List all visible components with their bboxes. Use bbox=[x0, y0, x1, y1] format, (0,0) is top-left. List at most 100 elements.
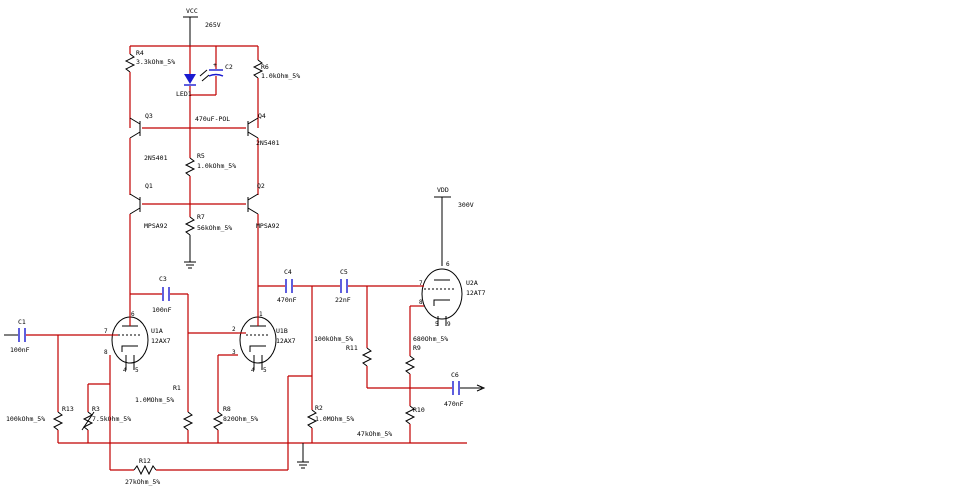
led1-ref: LED1 bbox=[176, 90, 192, 98]
capacitor-c1: C1 100nF bbox=[4, 318, 110, 354]
transistor-q3: Q3 2N5401 bbox=[129, 112, 168, 195]
q3-part: 2N5401 bbox=[144, 154, 168, 162]
u1a-pin6: 6 bbox=[131, 311, 135, 318]
c4-value: 470nF bbox=[277, 296, 297, 304]
vdd-voltage: 300V bbox=[458, 201, 474, 209]
c1-value: 100nF bbox=[10, 346, 30, 354]
r11-value: 100kOhm_5% bbox=[314, 335, 353, 343]
u2a-ref: U2A bbox=[466, 279, 478, 287]
u1b-part: 12AX7 bbox=[276, 337, 296, 345]
transistor-q4: Q4 2N5401 bbox=[247, 112, 280, 195]
resistor-r13: R13 100kOhm_5% bbox=[6, 335, 74, 443]
u1b-ref: U1B bbox=[276, 327, 288, 335]
ground-symbol bbox=[297, 443, 309, 469]
q1-ref: Q1 bbox=[145, 182, 153, 190]
c5-value: 22nF bbox=[335, 296, 351, 304]
r11-ref: R11 bbox=[346, 344, 358, 352]
capacitor-c2: C2 + 470uF-POL bbox=[190, 46, 233, 123]
vcc-rail: VCC 265V bbox=[130, 7, 258, 47]
r13-ref: R13 bbox=[62, 405, 74, 413]
r12-ref: R12 bbox=[139, 457, 151, 465]
r8-ref: R8 bbox=[223, 405, 231, 413]
c2-value: 470uF-POL bbox=[195, 115, 230, 123]
r9-value: 680Ohm_5% bbox=[413, 335, 448, 343]
q4-part: 2N5401 bbox=[256, 139, 280, 147]
r4-ref: R4 bbox=[136, 49, 144, 57]
r5-value: 1.0kOhm_5% bbox=[197, 162, 236, 170]
u2a-pin7: 7 bbox=[419, 280, 423, 287]
u1a-pin4: 4 bbox=[123, 367, 127, 374]
u1b-pin3: 3 bbox=[232, 349, 236, 356]
u1a-ref: U1A bbox=[151, 327, 163, 335]
led-led1: LED1 bbox=[176, 46, 210, 128]
resistor-r5: R5 1.0kOhm_5% bbox=[184, 128, 236, 204]
c3-ref: C3 bbox=[159, 275, 167, 283]
r13-value: 100kOhm_5% bbox=[6, 415, 45, 423]
tube-u1a-right: 6 7 8 5 9 U2A 12AT7 bbox=[418, 261, 486, 328]
resistor-r6: R6 1.0kOhm_5% bbox=[252, 46, 300, 128]
r5-ref: R5 bbox=[197, 152, 205, 160]
u1b-pin2: 2 bbox=[232, 326, 236, 333]
capacitor-c6: C6 470nF bbox=[444, 371, 486, 408]
q3-ref: Q3 bbox=[145, 112, 153, 120]
capacitor-c5: C5 22nF bbox=[335, 268, 418, 304]
u1b-pin1: 1 bbox=[259, 311, 263, 318]
u1a-part: 12AX7 bbox=[151, 337, 171, 345]
q2-part: MPSA92 bbox=[256, 222, 280, 230]
r8-value: 820Ohm_5% bbox=[223, 415, 258, 423]
q1-part: MPSA92 bbox=[144, 222, 168, 230]
resistor-r4: R4 3.3kOhm_5% bbox=[124, 46, 175, 128]
u1a-pin8: 8 bbox=[104, 349, 108, 356]
u2a-pin5: 5 bbox=[435, 321, 439, 328]
r4-value: 3.3kOhm_5% bbox=[136, 58, 175, 66]
c4-ref: C4 bbox=[284, 268, 292, 276]
r6-value: 1.0kOhm_5% bbox=[261, 72, 300, 80]
r7-ref: R7 bbox=[197, 213, 205, 221]
transistor-q2: Q2 MPSA92 bbox=[247, 182, 280, 314]
vcc-voltage: 265V bbox=[205, 21, 221, 29]
r2-value: 1.0MOhm_5% bbox=[315, 415, 354, 423]
q2-ref: Q2 bbox=[257, 182, 265, 190]
c6-value: 470nF bbox=[444, 400, 464, 408]
vdd-label: VDD bbox=[437, 186, 449, 194]
c2-plus: + bbox=[213, 61, 217, 69]
c6-ref: C6 bbox=[451, 371, 459, 379]
r2-ref: R2 bbox=[315, 404, 323, 412]
u1b-pin4: 4 bbox=[251, 367, 255, 374]
r12-value: 27kOhm_5% bbox=[125, 478, 160, 486]
r3-value: 7.5kOhm_5% bbox=[92, 415, 131, 423]
capacitor-c3: C3 100nF bbox=[130, 275, 189, 412]
u1a-pin5: 5 bbox=[135, 367, 139, 374]
resistor-r9: R9 680Ohm_5% bbox=[404, 335, 448, 406]
u1a-pin7: 7 bbox=[104, 328, 108, 335]
r1-value: 1.0MOhm_5% bbox=[135, 396, 174, 404]
c3-value: 100nF bbox=[152, 306, 172, 314]
r1-ref: R1 bbox=[173, 384, 181, 392]
tube-u1b: 1 2 3 4 5 U1B 12AX7 bbox=[232, 311, 296, 374]
tube-u1a-left: 6 7 8 4 5 U1A 12AX7 bbox=[104, 311, 171, 374]
resistor-r12: R12 27kOhm_5% bbox=[125, 375, 312, 486]
c2-ref: C2 bbox=[225, 63, 233, 71]
resistor-r11: R11 100kOhm_5% bbox=[314, 286, 373, 388]
r3-ref: R3 bbox=[92, 405, 100, 413]
resistor-r1: R1 1.0MOhm_5% bbox=[135, 384, 194, 443]
r6-ref: R6 bbox=[261, 63, 269, 71]
u2a-pin9: 9 bbox=[447, 321, 451, 328]
vdd-rail: VDD 300V bbox=[434, 186, 474, 266]
u1b-pin5: 5 bbox=[263, 367, 267, 374]
q4-ref: Q4 bbox=[258, 112, 266, 120]
c5-ref: C5 bbox=[340, 268, 348, 276]
u2a-pin8: 8 bbox=[419, 299, 423, 306]
u2a-pin6: 6 bbox=[446, 261, 450, 268]
resistor-r10: R10 47kOhm_5% bbox=[357, 405, 425, 443]
r7-value: 56kOhm_5% bbox=[197, 224, 232, 232]
r9-ref: R9 bbox=[413, 344, 421, 352]
r10-ref: R10 bbox=[413, 406, 425, 414]
resistor-r8: R8 820Ohm_5% bbox=[212, 405, 258, 443]
resistor-r7: R7 56kOhm_5% bbox=[184, 204, 232, 269]
resistor-r3: R3 7.5kOhm_5% bbox=[81, 405, 131, 443]
capacitor-c4: C4 470nF bbox=[258, 268, 340, 304]
resistor-r2: R2 1.0MOhm_5% bbox=[306, 286, 354, 443]
u2a-part: 12AT7 bbox=[466, 289, 486, 297]
